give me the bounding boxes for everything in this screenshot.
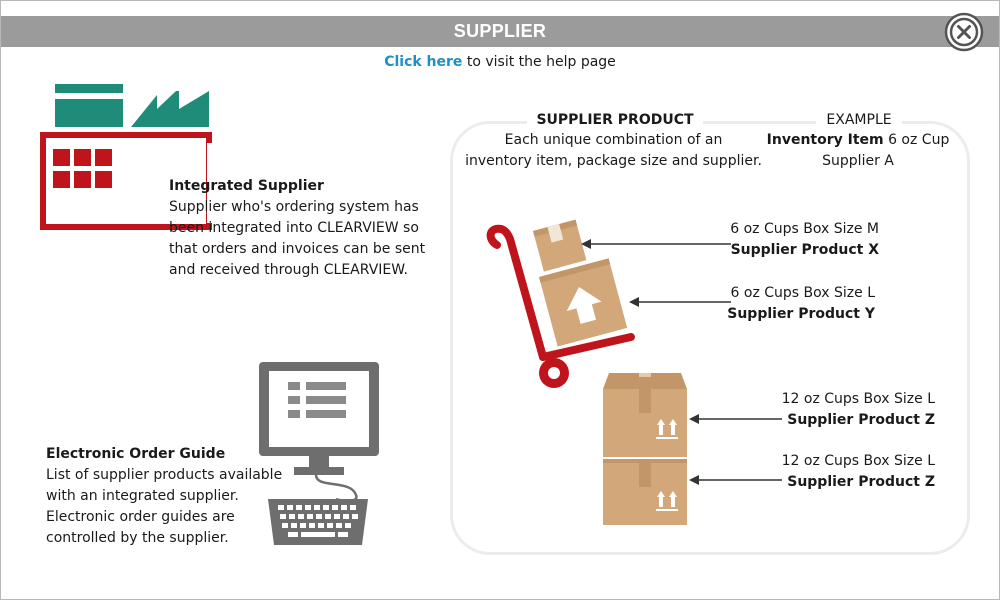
example-supplier: Supplier A: [822, 153, 894, 169]
product-label-x: 6 oz Cups Box Size M Supplier Product X: [701, 219, 879, 261]
integrated-supplier-line: been integrated into CLEARVIEW so: [169, 220, 419, 236]
product-desc: 6 oz Cups Box Size L: [730, 285, 875, 301]
supplier-product-line: inventory item, package size and supplie…: [465, 153, 762, 169]
product-label-z2: 12 oz Cups Box Size L Supplier Product Z: [741, 451, 935, 493]
help-line: Click here to visit the help page: [1, 54, 999, 70]
product-label-z1: 12 oz Cups Box Size L Supplier Product Z: [741, 389, 935, 431]
order-guide-line: controlled by the supplier.: [46, 530, 229, 546]
arrow-z1-icon: [689, 414, 782, 424]
product-desc: 6 oz Cups Box Size M: [730, 221, 879, 237]
integrated-supplier-title: Integrated Supplier: [169, 178, 324, 194]
product-name: Supplier Product Y: [727, 306, 875, 322]
product-label-y: 6 oz Cups Box Size L Supplier Product Y: [701, 283, 875, 325]
example-description: Inventory Item 6 oz Cup Supplier A: [763, 130, 953, 172]
example-title: EXAMPLE: [816, 110, 902, 130]
help-link[interactable]: Click here: [384, 54, 463, 70]
supplier-product-description: Each unique combination of an inventory …: [461, 130, 766, 172]
computer-icon: [259, 362, 379, 545]
product-name: Supplier Product Z: [787, 412, 935, 428]
order-guide-line: List of supplier products available: [46, 467, 283, 483]
hand-truck-icon: [486, 219, 635, 388]
example-item-value: 6 oz Cup: [883, 132, 950, 148]
product-desc: 12 oz Cups Box Size L: [781, 391, 935, 407]
arrow-y-icon: [629, 297, 731, 307]
example-item: Inventory Item 6 oz Cup: [763, 130, 953, 151]
supplier-product-title: SUPPLIER PRODUCT: [527, 110, 703, 130]
order-guide-title: Electronic Order Guide: [46, 446, 226, 462]
help-text: to visit the help page: [462, 54, 616, 70]
stacked-boxes-icon: [603, 373, 687, 525]
product-name: Supplier Product X: [730, 242, 879, 258]
dialog-title-bar: SUPPLIER: [1, 16, 999, 47]
integrated-supplier-line: Supplier who's ordering system has: [169, 199, 419, 215]
integrated-supplier-line: that orders and invoices can be sent: [169, 241, 426, 257]
example-item-label: Inventory Item: [766, 132, 884, 148]
dialog-title: SUPPLIER: [453, 21, 547, 41]
integrated-supplier-block: Integrated Supplier Supplier who's order…: [169, 176, 439, 281]
supplier-product-line: Each unique combination of an: [504, 132, 723, 148]
product-name: Supplier Product Z: [787, 474, 935, 490]
integrated-supplier-line: and received through CLEARVIEW.: [169, 262, 408, 278]
product-desc: 12 oz Cups Box Size L: [781, 453, 935, 469]
order-guide-line: with an integrated supplier.: [46, 488, 239, 504]
close-icon[interactable]: [944, 12, 984, 52]
order-guide-line: Electronic order guides are: [46, 509, 235, 525]
arrow-x-icon: [581, 239, 731, 249]
factory-icon: [40, 84, 217, 230]
arrow-z2-icon: [689, 475, 782, 485]
order-guide-block: Electronic Order Guide List of supplier …: [46, 444, 291, 549]
